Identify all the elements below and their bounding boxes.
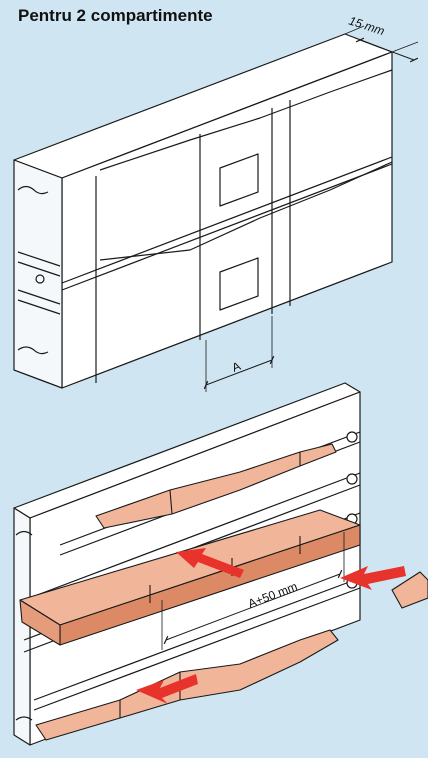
page-title: Pentru 2 compartimente — [18, 6, 213, 25]
window-upper — [219, 153, 259, 207]
cover-side-piece — [391, 571, 428, 609]
dimension-15mm-label: 15 mm — [347, 14, 386, 39]
closed-trunking — [13, 33, 393, 389]
cover-upper — [95, 443, 337, 529]
arrow-left-upper — [176, 548, 244, 578]
arrow-right — [340, 566, 406, 590]
dimension-a-label: A — [230, 359, 243, 375]
window-lower — [219, 257, 259, 311]
compartment-divider — [61, 156, 393, 284]
red-arrows — [136, 548, 406, 704]
arrow-left-lower — [136, 674, 198, 704]
